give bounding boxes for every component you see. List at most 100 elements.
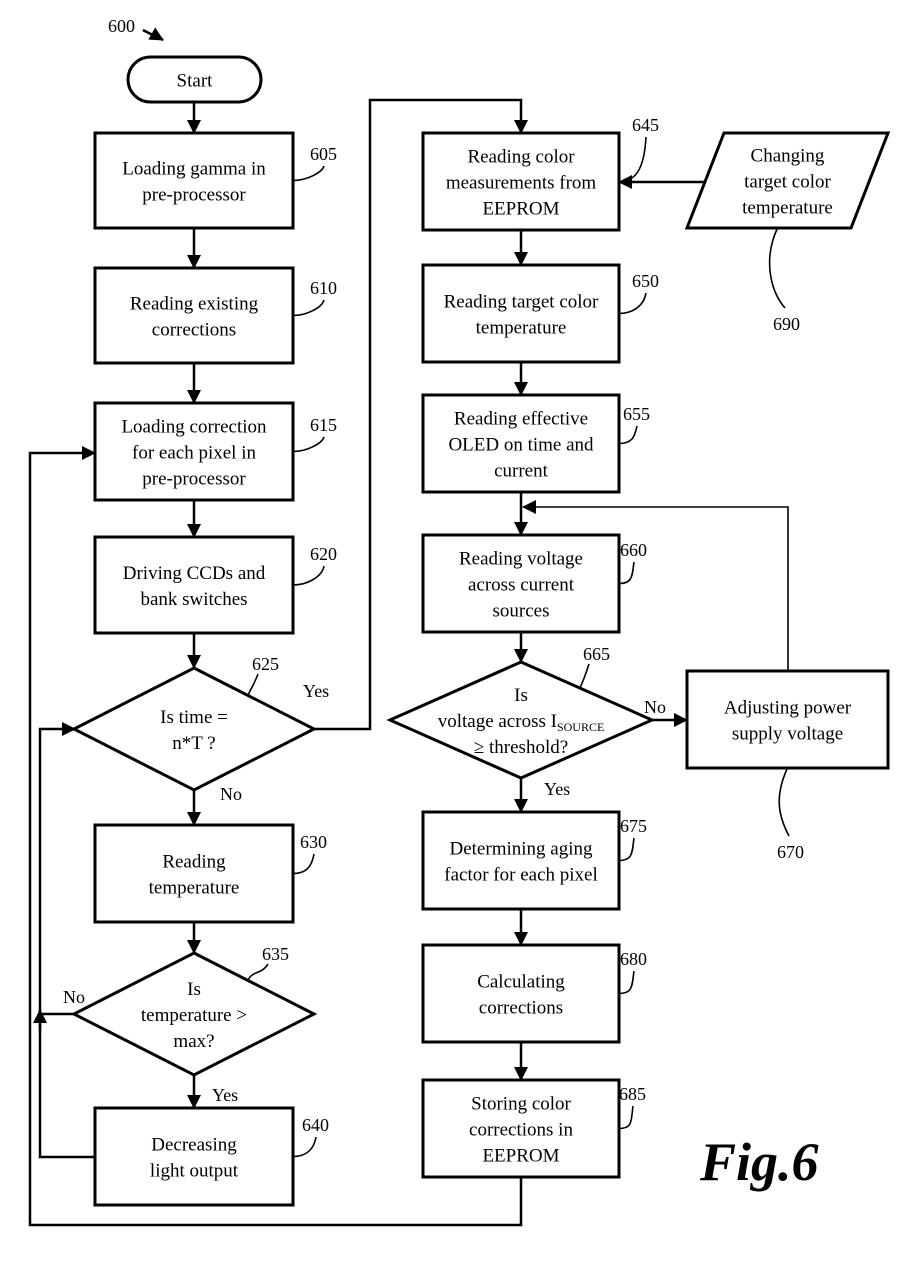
node-label-line: Is [514,685,528,706]
label-665-no: No [644,697,666,717]
reference-numeral-625: 625 [252,654,279,674]
figure-reference-arrow [143,30,163,40]
node-640 [95,1108,293,1205]
reference-leader-630 [293,854,314,874]
node-650 [423,265,619,362]
process-box-610 [95,268,293,363]
subscript: SOURCE [557,720,604,734]
node-label-line: EEPROM [482,199,559,220]
edge-640-625-loop [40,729,95,1157]
process-box-650 [423,265,619,362]
process-box-630 [95,825,293,922]
decision-diamond-625 [74,668,314,790]
node-610 [95,268,293,363]
node-label-line: corrections [152,320,236,341]
reference-leader-620 [293,566,324,585]
node-label-line: Adjusting power [724,698,852,719]
process-box-605 [95,133,293,228]
node-label-line: bank switches [140,589,247,610]
reference-numeral-655: 655 [623,404,650,424]
reference-leader-665 [580,664,589,688]
node-label-line: temperature [476,318,567,339]
node-label-line: Is time = [160,707,228,728]
node-label-line: Reading voltage [459,549,583,570]
reference-numeral-640: 640 [302,1115,329,1135]
reference-leader-610 [293,300,324,316]
reference-leader-615 [293,437,324,452]
node-label-line: Reading existing [130,294,259,315]
process-box-675 [423,812,619,909]
reference-leader-680 [619,971,634,994]
node-label-line: Reading effective [454,409,588,430]
node-680 [423,945,619,1042]
reference-numeral-665: 665 [583,644,610,664]
node-label-line: Loading gamma in [122,159,266,180]
node-label-line: Loading correction [121,417,267,438]
reference-leader-670 [779,768,789,836]
node-label-line: measurements from [446,173,597,194]
node-label-line: supply voltage [732,724,843,745]
node-label-line: temperature [742,198,833,219]
node-label-line: pre-processor [142,469,246,490]
node-label-line: temperature [149,878,240,899]
node-label-line: Decreasing [151,1135,237,1156]
figure-title: Fig.6 [699,1132,819,1192]
node-label-line: max? [173,1031,214,1052]
node-label-line: Is [187,979,201,1000]
reference-numeral-635: 635 [262,944,289,964]
node-label-line: light output [150,1161,239,1182]
reference-numeral-645: 645 [632,115,659,135]
node-675 [423,812,619,909]
label-635-no: No [63,987,85,1007]
node-label-line: factor for each pixel [444,865,598,886]
reference-numeral-630: 630 [300,832,327,852]
reference-leader-635 [248,964,268,980]
reference-leader-690 [770,228,785,308]
node-label-line: corrections [479,998,563,1019]
node-label-line: corrections in [469,1120,573,1141]
reference-numeral-615: 615 [310,415,337,435]
node-label-line: OLED on time and [448,435,594,456]
reference-leader-625 [248,674,258,695]
node-625 [74,668,314,790]
node-label-line: target color [744,172,831,193]
node-label-line: across current [468,575,575,596]
process-box-670 [687,671,888,768]
label-625-yes: Yes [303,681,329,701]
node-label-line: sources [493,601,550,622]
process-box-620 [95,537,293,633]
node-label-line: Reading [162,852,226,873]
reference-leader-640 [293,1137,316,1157]
reference-numeral-650: 650 [632,271,659,291]
node-label-line: n*T ? [172,733,215,754]
reference-leader-675 [619,838,634,861]
label-625-no: No [220,784,242,804]
reference-numeral-660: 660 [620,540,647,560]
node-620 [95,537,293,633]
node-605 [95,133,293,228]
node-label-line: Reading color [467,147,575,168]
node-label-line: for each pixel in [132,443,256,464]
reference-leader-655 [619,426,637,444]
node-label-line: Calculating [477,972,565,993]
node-label-line: Storing color [471,1094,571,1115]
reference-leader-645 [619,137,646,182]
node-label-line: ≥ threshold? [474,737,568,758]
node-label-line: Reading target color [444,292,599,313]
figure-reference: 600 [108,16,135,36]
reference-numeral-670: 670 [777,842,804,862]
reference-numeral-680: 680 [620,949,647,969]
node-630 [95,825,293,922]
reference-numeral-685: 685 [619,1084,646,1104]
label-635-yes: Yes [212,1085,238,1105]
node-label-line: Changing [751,146,825,167]
reference-numeral-605: 605 [310,144,337,164]
node-670 [687,671,888,768]
node-label-line: Start [177,71,214,92]
node-label-line: Determining aging [450,839,593,860]
reference-leader-660 [619,562,634,584]
reference-numeral-690: 690 [773,314,800,334]
process-box-640 [95,1108,293,1205]
reference-leader-650 [619,293,646,314]
